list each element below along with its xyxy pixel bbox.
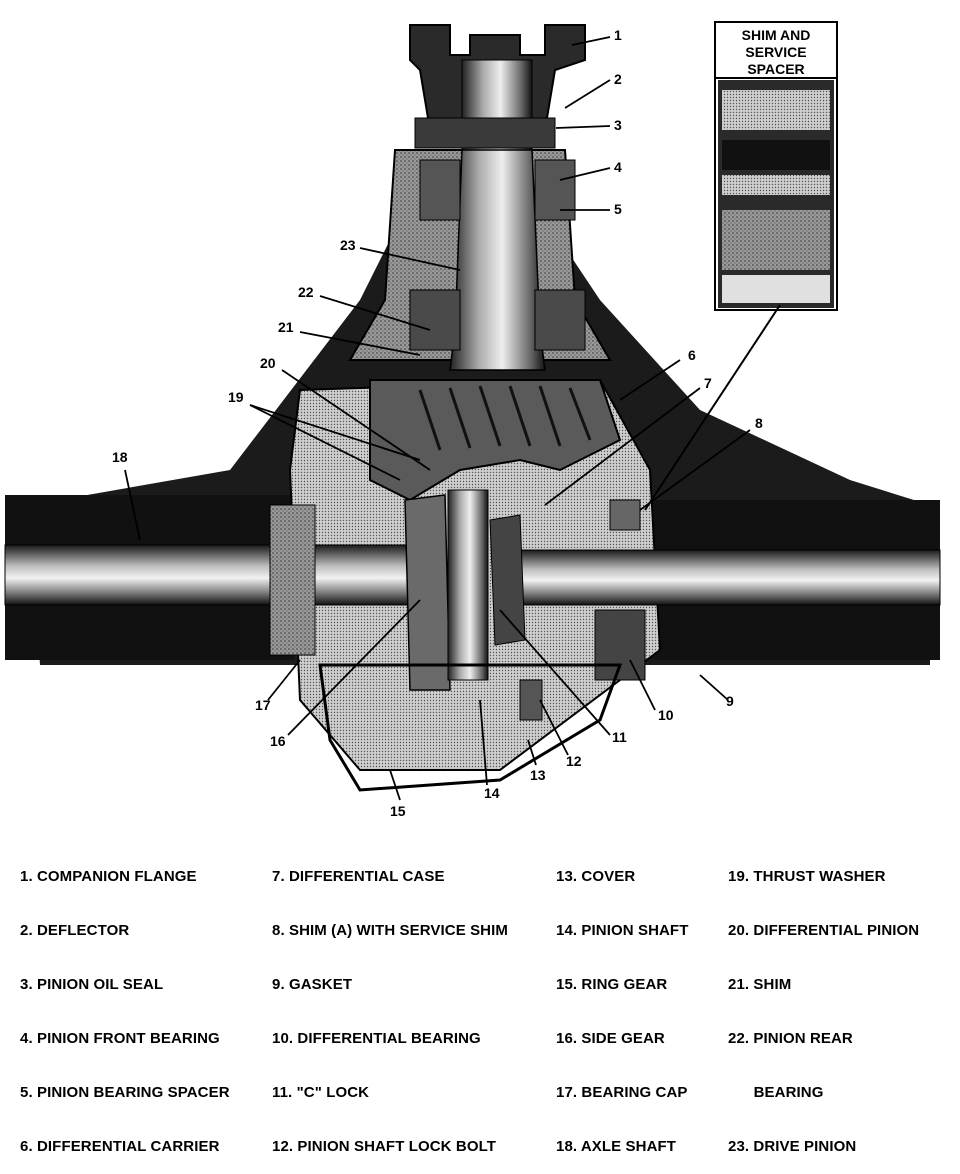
side-gear (404, 494, 451, 691)
callout-20: 20 (260, 355, 276, 371)
callout-19: 19 (228, 389, 244, 405)
legend-item: 13. COVER (556, 868, 636, 885)
legend-item: BEARING (728, 1084, 824, 1101)
differential-cutaway-diagram: SHIM AND SERVICE SPACER 1 2 3 4 5 6 7 (4, 21, 941, 819)
callout-10: 10 (658, 707, 674, 723)
callout-16: 16 (270, 733, 286, 749)
legend-item: 16. SIDE GEAR (556, 1030, 665, 1047)
legend-item: 15. RING GEAR (556, 976, 668, 993)
callout-23: 23 (340, 237, 356, 253)
cover (318, 663, 623, 792)
callout-4: 4 (614, 159, 622, 175)
pinion-front-bearing (419, 159, 461, 221)
legend-column-4: 19. THRUST WASHER 20. DIFFERENTIAL PINIO… (728, 832, 919, 1174)
pinion-front-bearing-r (534, 159, 576, 221)
inset-leader (644, 304, 781, 511)
legend-column-1: 1. COMPANION FLANGE 2. DEFLECTOR 3. PINI… (20, 832, 230, 1174)
pinion-oil-seal (414, 117, 556, 149)
legend-item: 14. PINION SHAFT (556, 922, 689, 939)
legend-item: 21. SHIM (728, 976, 792, 993)
legend-item: 10. DIFFERENTIAL BEARING (272, 1030, 481, 1047)
pinion-rear-bearing-r (534, 289, 586, 351)
ring-gear (369, 379, 622, 502)
legend-column-2: 7. DIFFERENTIAL CASE 8. SHIM (A) WITH SE… (272, 832, 508, 1174)
callout-18: 18 (112, 449, 128, 465)
legend-item: 12. PINION SHAFT LOCK BOLT (272, 1138, 496, 1155)
legend-item: 9. GASKET (272, 976, 353, 993)
legend-item: 22. PINION REAR (728, 1030, 853, 1047)
left-axle-shaft (4, 544, 426, 606)
legend-item: 1. COMPANION FLANGE (20, 868, 197, 885)
legend-item: 20. DIFFERENTIAL PINION (728, 922, 920, 939)
leader-lines (124, 36, 751, 801)
legend-column-3: 13. COVER 14. PINION SHAFT 15. RING GEAR… (556, 832, 688, 1174)
callout-2: 2 (614, 71, 622, 87)
drive-pinion-shaft (449, 149, 546, 371)
right-axle-shaft (499, 549, 941, 606)
legend-item: 2. DEFLECTOR (20, 922, 130, 939)
legend-item: 7. DIFFERENTIAL CASE (272, 868, 445, 885)
callout-22: 22 (298, 284, 314, 300)
callout-13: 13 (530, 767, 546, 783)
callout-21: 21 (278, 319, 294, 335)
legend-item: 8. SHIM (A) WITH SERVICE SHIM (272, 922, 508, 939)
shim-a (609, 499, 641, 531)
pinion-shaft (447, 489, 489, 681)
legend-item: 11. "C" LOCK (272, 1084, 370, 1101)
inset-title-line-3: SPACER (747, 61, 804, 77)
callout-12: 12 (566, 753, 582, 769)
legend-item: 17. BEARING CAP (556, 1084, 688, 1101)
callout-9: 9 (726, 693, 734, 709)
pinion-shaft-lock-bolt (519, 679, 543, 721)
inset-title-line-2: SERVICE (745, 44, 806, 60)
callout-3: 3 (614, 117, 622, 133)
ring-gear-teeth (418, 385, 592, 451)
callout-5: 5 (614, 201, 622, 217)
bearing-cap (269, 504, 316, 656)
inset-panel: SHIM AND SERVICE SPACER (714, 21, 838, 311)
legend-item: 6. DIFFERENTIAL CARRIER (20, 1138, 220, 1155)
c-lock (489, 514, 526, 646)
legend-item: 23. DRIVE PINION (728, 1138, 857, 1155)
legend-item: 18. AXLE SHAFT (556, 1138, 677, 1155)
callout-8: 8 (755, 415, 763, 431)
callout-6: 6 (688, 347, 696, 363)
callout-11: 11 (612, 729, 627, 745)
legend-item: 5. PINION BEARING SPACER (20, 1084, 230, 1101)
legend-item: 3. PINION OIL SEAL (20, 976, 164, 993)
callout-1: 1 (614, 27, 622, 43)
callout-15: 15 (390, 803, 406, 819)
legend-item: 4. PINION FRONT BEARING (20, 1030, 220, 1047)
inset-title-line-1: SHIM AND (742, 27, 811, 43)
pinion-rear-bearing (409, 289, 461, 351)
callout-17: 17 (255, 697, 271, 713)
callout-14: 14 (484, 785, 500, 801)
differential-bearing (594, 609, 646, 681)
legend-item: 19. THRUST WASHER (728, 868, 886, 885)
callout-7: 7 (704, 375, 712, 391)
